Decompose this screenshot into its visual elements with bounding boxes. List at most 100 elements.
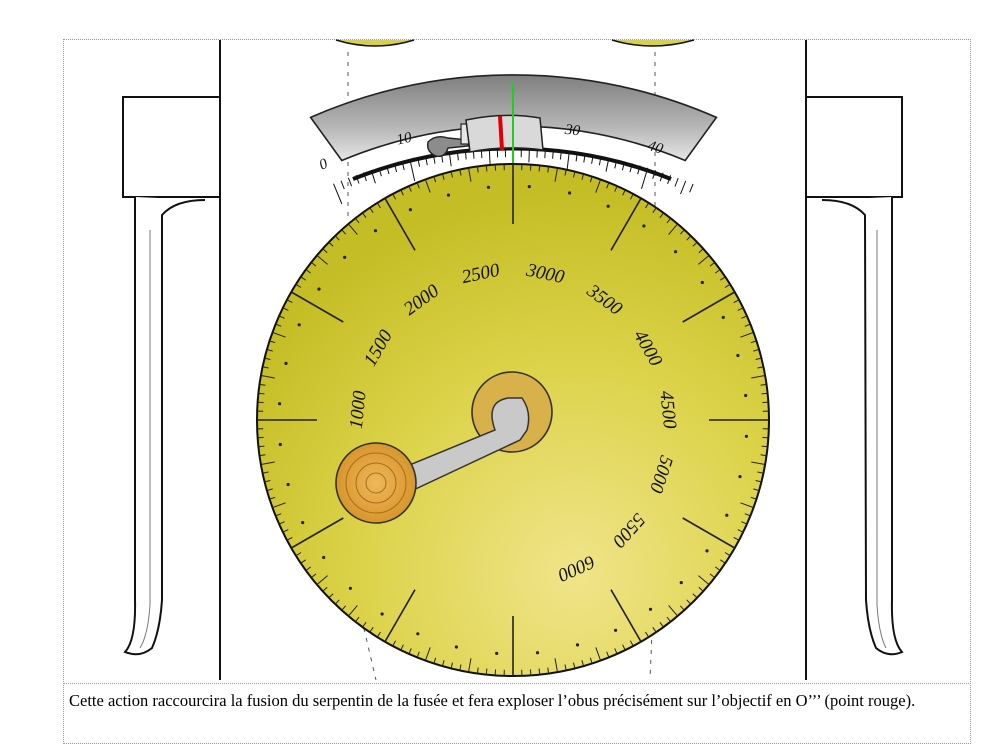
- dial-tick: [264, 480, 271, 483]
- dial-tick: [262, 366, 269, 369]
- dial-tick: [698, 586, 704, 592]
- dial-tick: [476, 667, 479, 674]
- dial-tick: [310, 573, 317, 578]
- scale-tick: [674, 177, 679, 187]
- dial-tick: [737, 529, 744, 533]
- dial-tick: [610, 589, 642, 643]
- right-handle: [821, 197, 904, 656]
- dial-tick: [258, 392, 265, 395]
- dial-dot: [705, 549, 709, 553]
- dial-tick: [666, 616, 671, 623]
- dial-tick: [614, 648, 618, 655]
- dial-tick: [316, 575, 328, 585]
- dial-tick: [494, 669, 497, 676]
- dial-tick: [282, 529, 289, 533]
- dial-tick: [692, 241, 698, 247]
- dial-tick: [272, 331, 286, 338]
- dial-tick: [290, 517, 344, 549]
- dial-tick: [645, 631, 650, 638]
- dial-tick: [392, 640, 397, 647]
- dial-tick: [355, 217, 360, 224]
- dial-tick: [392, 193, 397, 200]
- dial-tick: [606, 651, 610, 658]
- dial-tick: [760, 454, 767, 457]
- dial-tick: [757, 471, 764, 474]
- dial-tick: [300, 276, 306, 281]
- dial-tick: [485, 165, 488, 172]
- dial-tick: [554, 167, 558, 182]
- dial-tick: [686, 235, 692, 241]
- scale-tick: [347, 177, 353, 187]
- dial-tick: [459, 664, 462, 671]
- dial-tick: [714, 269, 721, 274]
- dial-tick: [259, 454, 266, 457]
- dial-tick: [269, 496, 276, 500]
- dial-dot: [348, 586, 352, 590]
- dial-tick: [686, 599, 692, 605]
- dial-tick: [257, 436, 264, 439]
- dial-tick: [652, 207, 657, 213]
- dial-dot: [284, 361, 288, 365]
- top-disc-right: [611, 39, 695, 47]
- dial-tick: [305, 269, 312, 274]
- dial-tick: [305, 566, 312, 571]
- dial-tick: [564, 169, 567, 176]
- dial-tick: [595, 179, 602, 193]
- dial-tick: [310, 262, 317, 267]
- dial-tick: [668, 223, 678, 235]
- dial-dot: [322, 555, 326, 560]
- scale-tick: [409, 159, 416, 182]
- dial-tick: [668, 605, 678, 617]
- dial-dot: [286, 482, 290, 487]
- dial-tick: [751, 461, 766, 465]
- scale-label: 30: [563, 122, 581, 140]
- dial-tick: [698, 248, 704, 254]
- dial-tick: [724, 552, 731, 557]
- scale-label: 40: [646, 138, 665, 158]
- dial-tick: [369, 207, 374, 213]
- dial-tick: [260, 461, 275, 465]
- dial-tick: [459, 169, 462, 176]
- dial-dot: [736, 353, 740, 358]
- red-index-marker: [498, 115, 504, 151]
- dial-tick: [369, 627, 374, 633]
- dial-tick: [573, 662, 576, 669]
- pointer-assembly[interactable]: [335, 371, 553, 524]
- dial-tick: [468, 658, 472, 673]
- dial-tick: [659, 621, 664, 628]
- dial-tick: [341, 605, 347, 611]
- dial-tick: [762, 401, 769, 404]
- dial-tick: [424, 179, 431, 193]
- dial-dot: [535, 651, 540, 655]
- dial-dot: [278, 402, 282, 406]
- dial-dot: [486, 185, 491, 189]
- dial-tick: [547, 166, 550, 173]
- dial-tick: [295, 552, 302, 557]
- dial-tick: [679, 605, 685, 611]
- dial-tick: [538, 668, 541, 675]
- dial-dot: [297, 323, 301, 327]
- figure-frame: [63, 39, 971, 744]
- dial-tick: [755, 480, 762, 483]
- dial-tick: [714, 566, 721, 571]
- dial-tick: [741, 315, 748, 319]
- dial-tick: [682, 291, 736, 323]
- dial-tick: [275, 323, 282, 327]
- dial-tick: [416, 651, 420, 658]
- dial-tick: [376, 202, 381, 209]
- dial-dot: [738, 475, 742, 479]
- dial-tick: [595, 647, 602, 661]
- dial-tick: [622, 644, 626, 651]
- dial-dot: [278, 442, 282, 447]
- dial-tick: [290, 291, 344, 323]
- dial-dot: [725, 513, 729, 517]
- dial-tick: [645, 202, 650, 209]
- slider-clip[interactable]: [426, 114, 544, 158]
- dial-dot: [606, 204, 610, 208]
- dial-tick: [266, 348, 273, 352]
- dial-dot: [744, 393, 748, 398]
- dial-tick: [761, 392, 768, 395]
- dial-dot: [527, 185, 531, 189]
- dial-tick: [679, 229, 685, 235]
- caption: Cette action raccourcira la fusion du se…: [63, 683, 971, 745]
